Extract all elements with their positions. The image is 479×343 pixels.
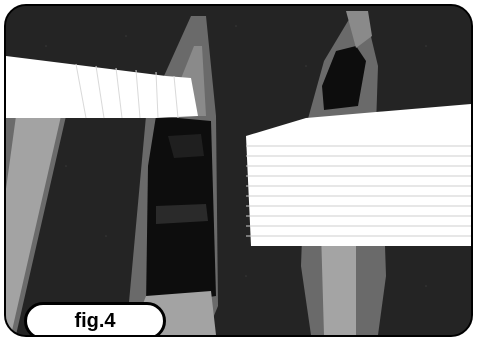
figure-label-text: fig.4 <box>74 310 115 333</box>
figure-label: fig.4 <box>24 302 166 337</box>
illustration <box>6 6 471 335</box>
illustration-frame: fig.4 <box>4 4 473 337</box>
